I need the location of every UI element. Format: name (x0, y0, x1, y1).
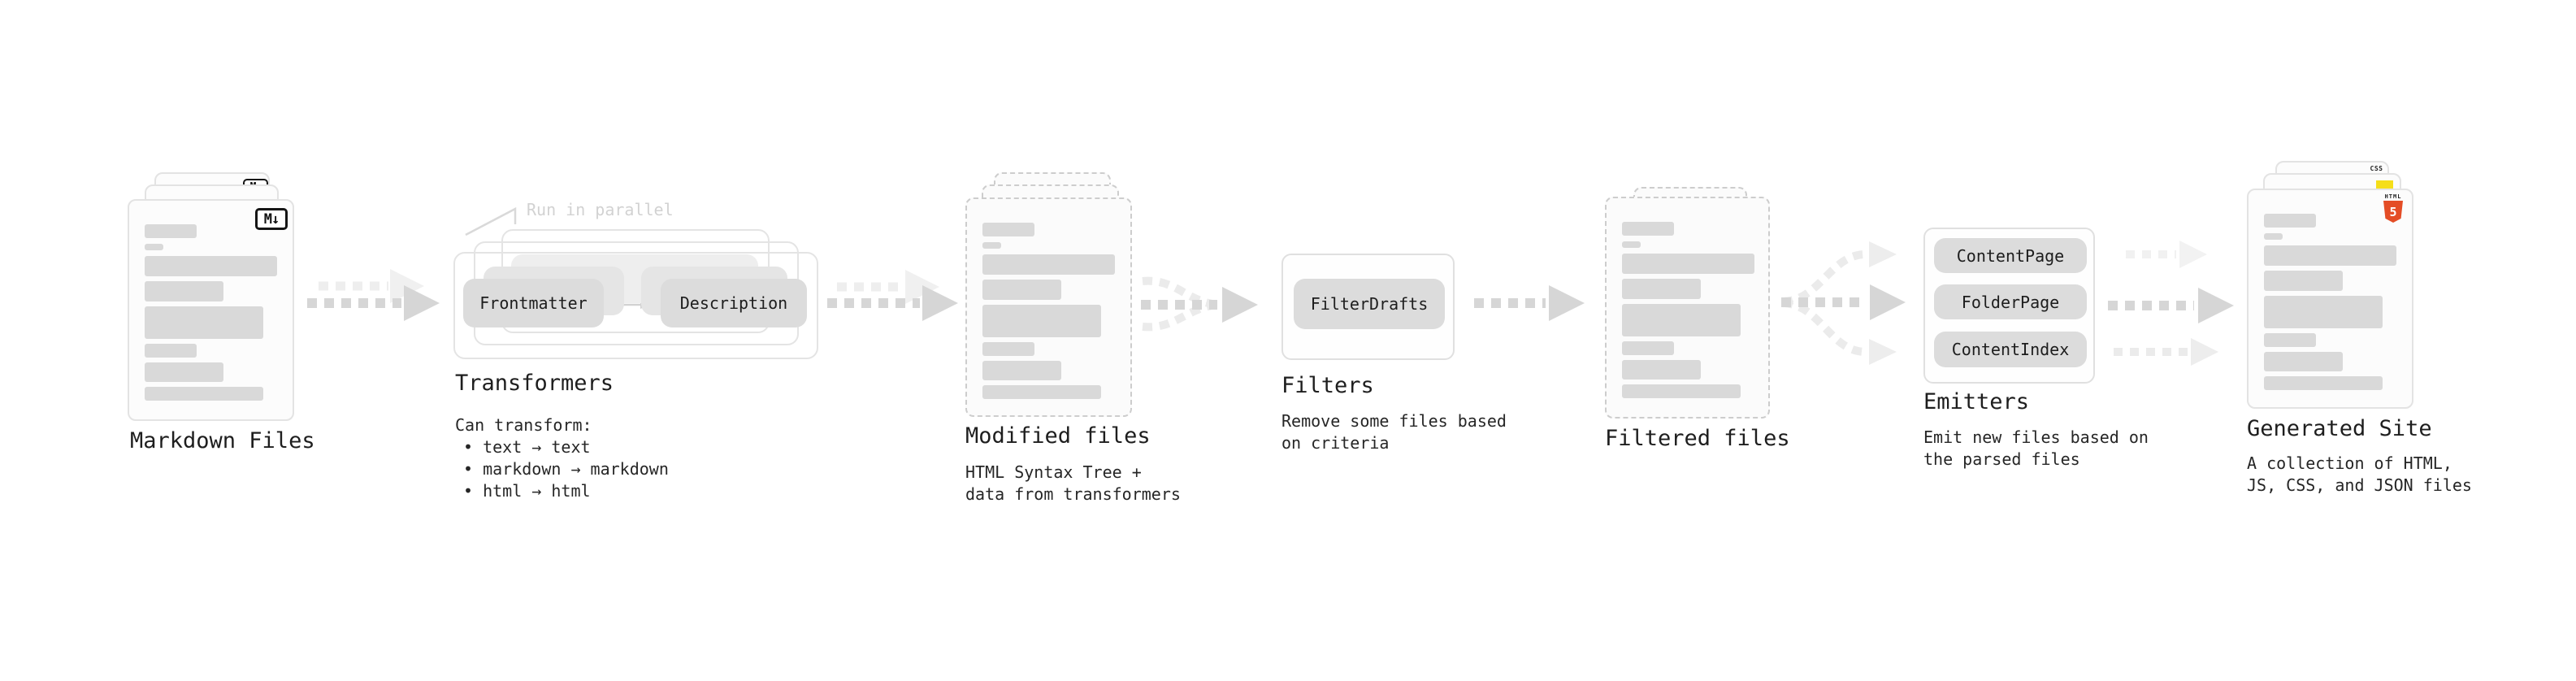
description-line: • html → html (463, 481, 591, 501)
text-placeholder-bar (145, 387, 263, 401)
description-line: • text → text (463, 437, 591, 457)
transformers-label: Transformers (455, 371, 614, 396)
filterdrafts-plugin-pill: FilterDrafts (1294, 279, 1445, 329)
frontmatter-plugin-pill: Frontmatter (463, 279, 604, 327)
description-line: the parsed files (1923, 449, 2080, 469)
description-line: data from transformers (965, 484, 1181, 504)
description-line: JS, CSS, and JSON files (2247, 475, 2472, 495)
run-in-parallel-callout: Run in parallel (527, 200, 674, 219)
text-placeholder-bar (145, 224, 197, 238)
arrow-markdown-to-transformers (307, 269, 440, 321)
text-placeholder-bar (1622, 341, 1674, 355)
text-placeholder-bar (982, 280, 1061, 300)
text-placeholder-bar (982, 385, 1101, 399)
arrow-modified-to-filters-merge (1141, 276, 1258, 332)
html5-icon: HTML 5 (2383, 193, 2404, 223)
modified-file-card-front (965, 197, 1132, 417)
filtered-files-label: Filtered files (1605, 426, 1790, 451)
description-line: Remove some files based (1281, 411, 1507, 431)
text-placeholder-bar (1622, 384, 1741, 398)
html5-icon-shield: 5 (2383, 201, 2403, 223)
text-placeholder-bar (145, 344, 197, 358)
text-placeholder-bar (2264, 376, 2383, 390)
description-line: • markdown → markdown (463, 459, 669, 479)
description-plugin-pill: Description (661, 279, 807, 327)
markdown-icon: M↓ (255, 208, 288, 230)
text-placeholder-bar (1622, 254, 1754, 274)
css-icon-label: CSS (2370, 165, 2383, 172)
text-placeholder-bar (1622, 279, 1701, 299)
description-line: Can transform: (455, 415, 592, 435)
run-in-parallel-callout-line (465, 206, 517, 236)
arrow-filtered-to-emitters-fanout (1781, 241, 1906, 365)
text-placeholder-bar (2264, 214, 2316, 228)
text-placeholder-bar (982, 342, 1034, 356)
markdown-files-label: Markdown Files (130, 428, 315, 453)
arrow-emitters-to-site (2108, 241, 2234, 366)
modified-files-stack (965, 172, 1133, 417)
description-line: on criteria (1281, 433, 1390, 453)
text-placeholder-bar (145, 256, 277, 276)
contentindex-plugin-pill: ContentIndex (1934, 332, 2087, 367)
text-placeholder-bar (2264, 352, 2343, 371)
description-line: Emit new files based on (1923, 427, 2149, 447)
modified-files-label: Modified files (965, 423, 1151, 449)
transformers-description: Can transform: • text → text • markdown … (455, 414, 669, 502)
text-placeholder-bar (982, 223, 1034, 236)
transformers-box-stack: Frontmatter Description (453, 229, 819, 360)
text-placeholder-bar (982, 242, 1001, 249)
generated-site-stack: CSS HTML 5 (2247, 161, 2414, 409)
text-placeholder-bar (145, 281, 223, 301)
text-placeholder-bar (2264, 296, 2383, 328)
markdown-files-stack: M↓ M↓ M↓ (128, 172, 295, 421)
html5-icon-digit: 5 (2389, 204, 2397, 219)
text-placeholder-bar (1622, 360, 1701, 380)
text-placeholder-bar (2264, 333, 2316, 347)
markdown-file-card-front: M↓ (128, 199, 294, 421)
description-line: HTML Syntax Tree + (965, 462, 1142, 482)
transformer-layer-front (453, 252, 818, 359)
text-placeholder-bar (982, 361, 1061, 380)
text-placeholder-bar (982, 254, 1115, 275)
filtered-file-card-front (1605, 197, 1770, 419)
filters-box: FilterDrafts (1281, 254, 1455, 360)
filters-description: Remove some files based on criteria (1281, 410, 1507, 454)
filtered-files-stack (1605, 187, 1771, 419)
generated-site-description: A collection of HTML, JS, CSS, and JSON … (2247, 453, 2472, 497)
text-placeholder-bar (2264, 233, 2283, 240)
emitters-label: Emitters (1923, 389, 2030, 414)
text-placeholder-bar (2264, 271, 2343, 291)
text-placeholder-bar (145, 362, 223, 382)
modified-files-description: HTML Syntax Tree + data from transformer… (965, 462, 1181, 505)
emitters-box: ContentPage FolderPage ContentIndex (1923, 228, 2095, 384)
folderpage-plugin-pill: FolderPage (1934, 284, 2087, 319)
text-placeholder-bar (982, 305, 1101, 337)
arrow-transformers-to-modified (827, 270, 958, 321)
text-placeholder-bar (145, 244, 163, 250)
emitters-description: Emit new files based on the parsed files (1923, 427, 2149, 471)
contentpage-plugin-pill: ContentPage (1934, 238, 2087, 273)
description-line: A collection of HTML, (2247, 453, 2452, 473)
text-placeholder-bar (1622, 304, 1741, 336)
filters-label: Filters (1281, 373, 1374, 398)
arrow-filters-to-filtered (1474, 285, 1585, 321)
html5-icon-label: HTML (2384, 193, 2402, 200)
js-icon (2376, 180, 2393, 189)
text-placeholder-bar (145, 306, 263, 339)
text-placeholder-bar (2264, 245, 2396, 266)
generated-site-label: Generated Site (2247, 416, 2432, 441)
html-file-card: HTML 5 (2247, 189, 2413, 409)
text-placeholder-bar (1622, 241, 1641, 248)
text-placeholder-bar (1622, 222, 1674, 236)
